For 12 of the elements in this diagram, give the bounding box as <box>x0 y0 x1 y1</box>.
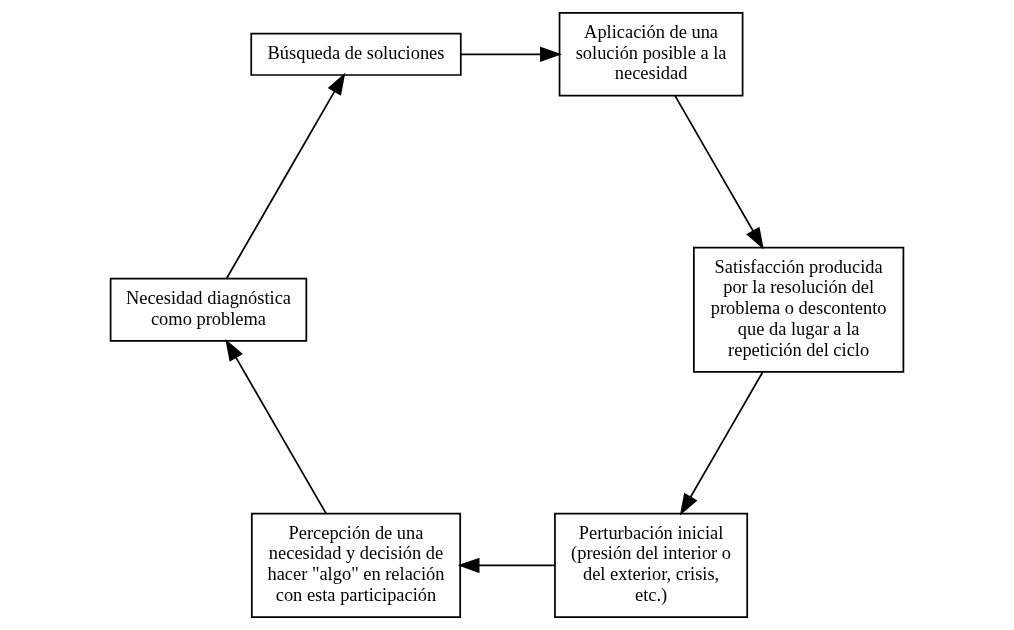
arrow <box>679 371 764 516</box>
arrow <box>674 95 764 250</box>
node-box: Necesidad diagnóstica como problema <box>109 277 308 342</box>
node-box: Perturbación inicial (presión del interior o del exterior, crisis, etc.) <box>554 512 749 619</box>
node-box: Búsqueda de soluciones <box>250 32 462 76</box>
arrow <box>457 557 556 574</box>
node-box: Satisfacción producida por la resolución del problema o descontento que da lugar a la repetición del ciclo <box>693 246 905 373</box>
arrow <box>225 338 327 515</box>
node-box: Aplicación de una solución posible a la necesidad <box>558 11 744 97</box>
arrow <box>460 46 562 62</box>
node-box: Percepción de una necesidad y decisión de hacer "algo" en relación con esta participación <box>250 512 462 619</box>
arrow <box>225 72 346 280</box>
